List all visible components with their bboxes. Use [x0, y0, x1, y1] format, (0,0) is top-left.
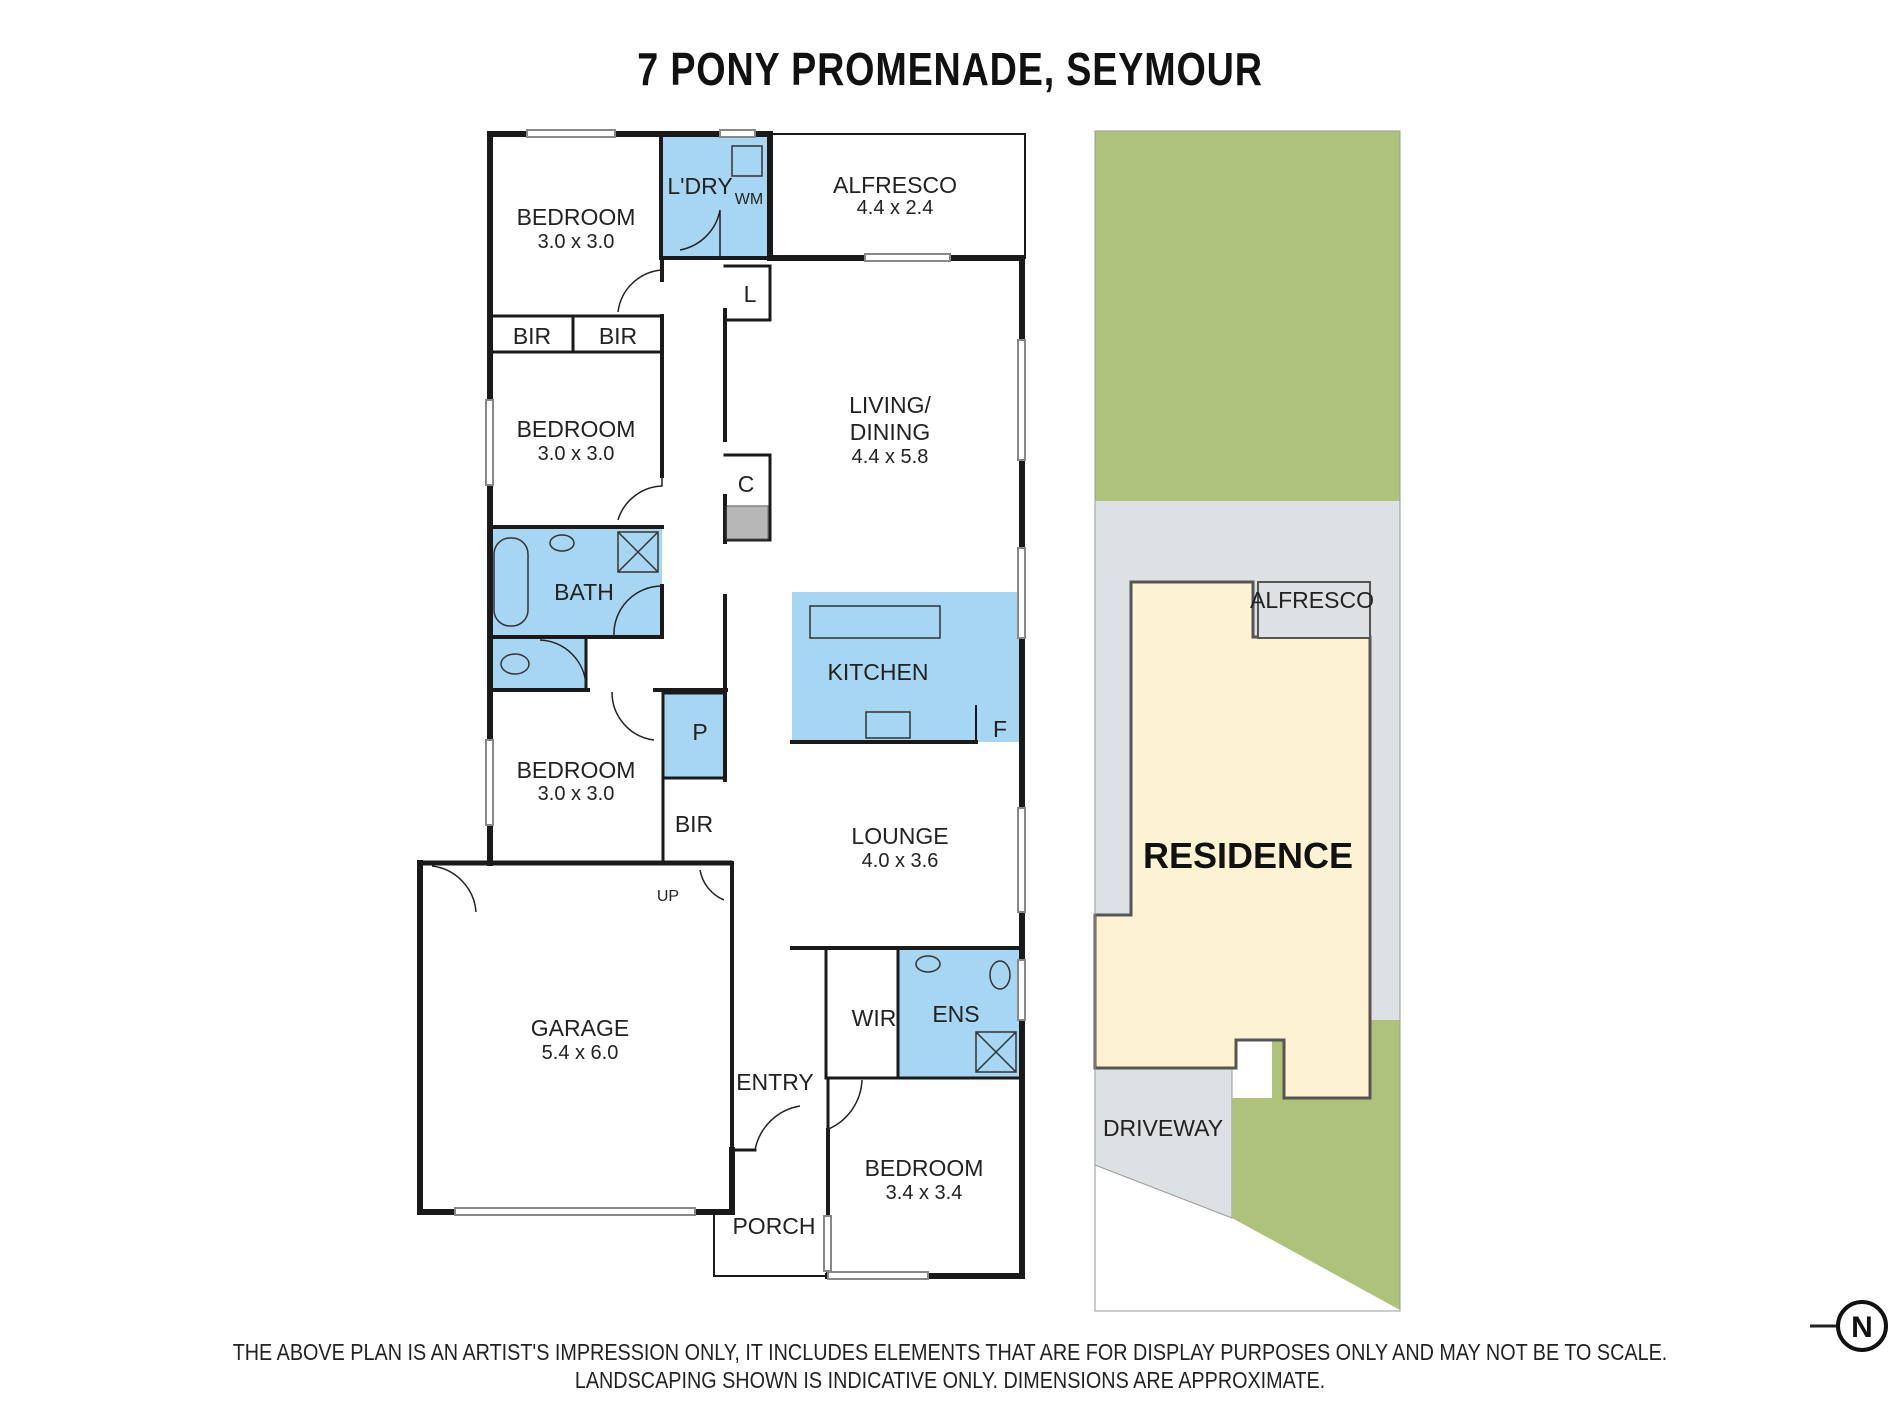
- room-labels: BEDROOM 3.0 x 3.0 L'DRY ALFRESCO 4.4 x 2…: [513, 172, 1007, 1239]
- compass-letter: N: [1851, 1311, 1873, 1344]
- room-name: GARAGE: [531, 1015, 629, 1041]
- room-name: BEDROOM: [865, 1155, 984, 1181]
- driveway: [1094, 1067, 1233, 1219]
- site-plan: RESIDENCE ALFRESCO DRIVEWAY: [1093, 130, 1401, 1312]
- room-dim: 3.4 x 3.4: [886, 1182, 963, 1204]
- room-name: KITCHEN: [828, 659, 929, 685]
- fixture-label: BIR: [675, 811, 713, 837]
- room-name: ENS: [932, 1001, 979, 1027]
- fixture-label: BIR: [513, 323, 551, 349]
- site-alfresco: [1257, 581, 1371, 639]
- window: [485, 739, 494, 826]
- door-swing: [825, 1079, 863, 1131]
- windows: [454, 129, 1026, 1280]
- window: [1017, 339, 1026, 461]
- bath-fill: [490, 527, 662, 637]
- window: [1017, 547, 1026, 639]
- window: [526, 129, 616, 138]
- kitchen-fill: [792, 592, 1020, 742]
- site-alfresco-label: ALFRESCO: [1250, 587, 1374, 613]
- shower-icon: [975, 1031, 1017, 1073]
- fireplace-icon: [725, 505, 769, 541]
- fixture-label: P: [692, 719, 707, 745]
- room-name: BEDROOM: [517, 416, 636, 442]
- room-name: BATH: [554, 579, 614, 605]
- door-swing: [699, 869, 725, 901]
- toilet-icon: [500, 653, 530, 675]
- wc-fill: [490, 637, 586, 689]
- fixture-label: F: [993, 716, 1007, 742]
- room-name: DINING: [850, 419, 931, 445]
- wir-walls: [824, 946, 862, 1080]
- garage-door: [454, 1207, 696, 1216]
- page-title: 7 PONY PROMENADE, SEYMOUR: [637, 43, 1263, 95]
- porch-walls: [713, 1129, 829, 1277]
- compass-ring: [1836, 1300, 1888, 1352]
- room-name: ALFRESCO: [833, 172, 957, 198]
- shower-icon: [617, 531, 659, 573]
- door-swing: [613, 585, 663, 637]
- window: [864, 253, 951, 262]
- room-dim: 4.0 x 3.6: [862, 850, 939, 872]
- fixture-label: UP: [657, 888, 679, 905]
- sink-icon: [809, 605, 941, 639]
- wet-area-fills: [490, 134, 1020, 1078]
- room-dim: 3.0 x 3.0: [538, 783, 615, 805]
- door-swing: [617, 476, 663, 521]
- fixture-label: L: [744, 281, 757, 307]
- room-name: ENTRY: [736, 1069, 814, 1095]
- toilet-icon: [989, 960, 1011, 990]
- room-dim: 5.4 x 6.0: [542, 1042, 619, 1064]
- door-swing: [617, 269, 663, 313]
- fixture-label: WIR: [852, 1005, 897, 1031]
- door-swing: [539, 639, 587, 687]
- window: [827, 1271, 929, 1280]
- window: [823, 1215, 832, 1272]
- laundry-fill: [661, 134, 767, 258]
- room-dim: 4.4 x 2.4: [857, 197, 934, 219]
- room-name: BEDROOM: [517, 204, 636, 230]
- window: [719, 129, 756, 138]
- disclaimer-line: LANDSCAPING SHOWN IS INDICATIVE ONLY. DI…: [574, 1367, 1326, 1393]
- fixture-label: BIR: [599, 323, 637, 349]
- linen-box: [723, 264, 772, 322]
- door-swing: [431, 865, 477, 913]
- driveway-label: DRIVEWAY: [1103, 1115, 1223, 1141]
- shower-icon: [975, 1031, 1017, 1073]
- room-name: BEDROOM: [517, 757, 636, 783]
- trough-icon: [731, 145, 763, 177]
- room-name: PORCH: [732, 1213, 815, 1239]
- fixture-label: C: [738, 471, 755, 497]
- basin-icon: [549, 534, 575, 552]
- door-swings: [431, 209, 863, 1151]
- rear-lawn: [1095, 131, 1400, 501]
- room-name: LOUNGE: [851, 823, 948, 849]
- basin-icon: [915, 955, 941, 973]
- door-swing: [679, 209, 721, 258]
- fixtures: [493, 145, 1017, 1073]
- shower-icon: [617, 531, 659, 573]
- pantry-fill: [663, 693, 725, 778]
- window: [1017, 959, 1026, 1021]
- residence-label: RESIDENCE: [1143, 835, 1353, 876]
- window: [1017, 807, 1026, 913]
- disclaimer: THE ABOVE PLAN IS AN ARTIST'S IMPRESSION…: [133, 1338, 1767, 1394]
- cooktop-icon: [865, 711, 911, 739]
- bathtub-icon: [493, 537, 529, 627]
- door-swing: [754, 1105, 801, 1151]
- room-dim: 3.0 x 3.0: [538, 231, 615, 253]
- room-name: L'DRY: [667, 173, 732, 199]
- north-compass: N: [1810, 1300, 1888, 1352]
- window: [485, 399, 494, 486]
- door-swing: [611, 691, 655, 741]
- fixture-label: WM: [735, 191, 763, 208]
- site-boundary: [1094, 130, 1401, 1312]
- room-dim: 4.4 x 5.8: [852, 446, 929, 468]
- room-dim: 3.0 x 3.0: [538, 443, 615, 465]
- disclaimer-line: THE ABOVE PLAN IS AN ARTIST'S IMPRESSION…: [232, 1339, 1668, 1365]
- alfresco-box: [769, 133, 1026, 259]
- room-name: LIVING/: [849, 392, 931, 418]
